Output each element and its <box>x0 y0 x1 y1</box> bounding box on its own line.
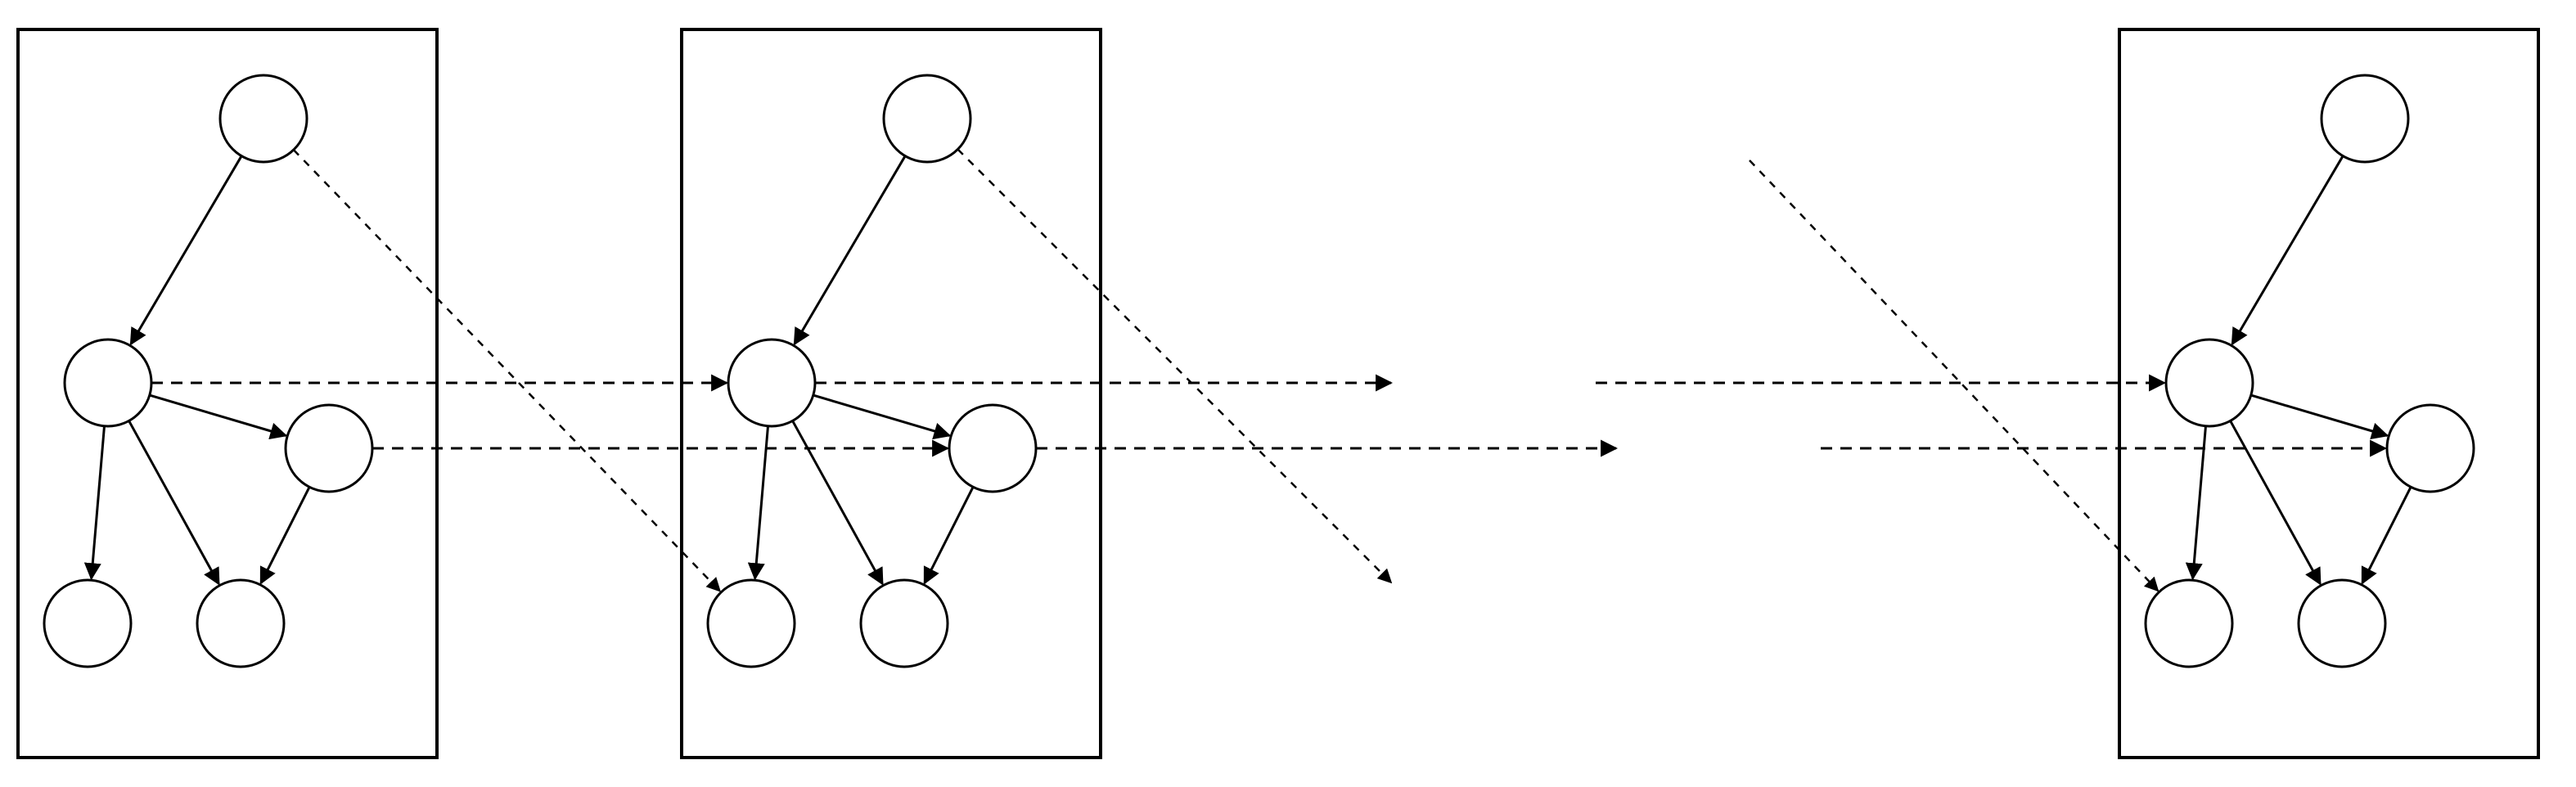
edge-right-to-bottom-right <box>259 486 311 585</box>
time-slices <box>16 28 2540 759</box>
node-mid <box>63 338 153 428</box>
node-right <box>2385 403 2475 493</box>
slice-frame <box>2118 28 2540 759</box>
slice-frame <box>680 28 1102 759</box>
edge-mid-to-right <box>813 394 952 440</box>
node-mid <box>727 338 817 428</box>
node-right <box>948 403 1038 493</box>
node-top <box>2320 74 2410 164</box>
node-top <box>218 74 308 164</box>
slice-n <box>2118 28 2540 759</box>
edge-mid-to-bottom-left <box>747 425 770 581</box>
edge-right-to-bottom-right <box>923 486 975 585</box>
node-bottom-left <box>706 578 796 668</box>
edge-mid-to-right <box>2250 394 2389 440</box>
inter-slice-edges <box>151 148 2388 592</box>
slice-2 <box>680 28 1102 759</box>
edge-mid-to-bottom-right <box>791 420 884 586</box>
edge-top-to-mid <box>129 155 243 346</box>
temporal-edge-top-2-out <box>957 148 1393 584</box>
edge-mid-to-bottom-left <box>2185 425 2208 581</box>
node-bottom-right <box>2297 578 2387 668</box>
temporal-edge-top-in-n <box>1749 160 2159 592</box>
node-bottom-left <box>2144 578 2234 668</box>
edge-mid-to-bottom-right <box>128 420 220 586</box>
node-right <box>284 403 374 493</box>
edge-right-to-bottom-right <box>2361 486 2412 585</box>
slice-1 <box>16 28 439 759</box>
slice-frame <box>16 28 439 759</box>
node-bottom-left <box>43 578 133 668</box>
edge-mid-to-bottom-right <box>2229 420 2322 586</box>
node-mid <box>2164 338 2254 428</box>
edge-top-to-mid <box>2231 155 2344 346</box>
edge-mid-to-right <box>149 394 288 440</box>
edge-mid-to-bottom-left <box>83 425 106 581</box>
temporal-edge-top-1-2 <box>292 149 722 592</box>
edge-top-to-mid <box>793 155 907 346</box>
node-top <box>882 74 972 164</box>
node-bottom-right <box>196 578 286 668</box>
node-bottom-right <box>859 578 949 668</box>
